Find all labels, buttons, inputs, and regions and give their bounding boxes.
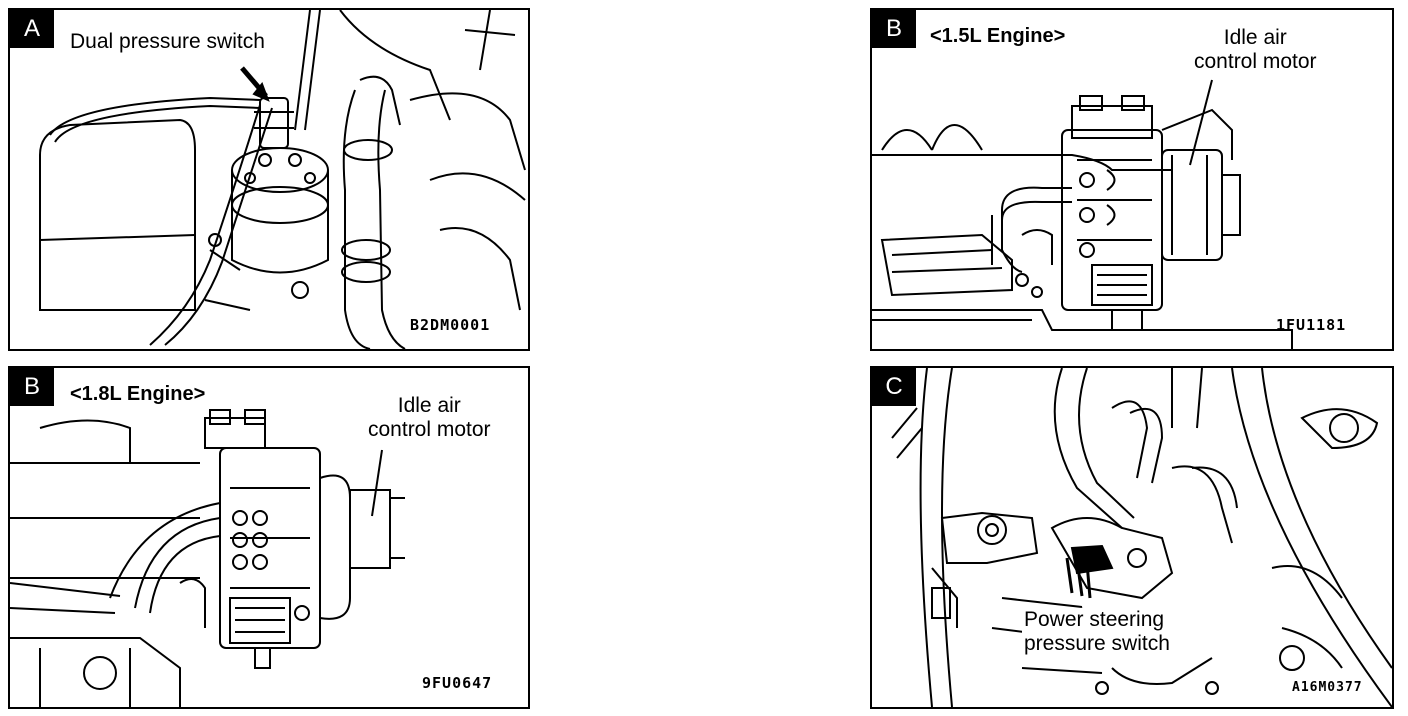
panel-b-1-5l-engine: B <1.5L Engine> Idle air control motor 1… [870,8,1394,351]
panel-b-1-5l-letter-badge: B [872,10,916,48]
panel-b-1-5l-engine-label: <1.5L Engine> [930,25,1066,47]
panel-c-illustration [891,368,1392,707]
panel-b-1-5l-callout-label: Idle air control motor [1194,26,1317,73]
panel-a-dual-pressure-switch: A Dual pressure switch B2DM0001 [8,8,530,351]
panel-a-illustration [39,10,526,349]
panel-b-1-8l-letter-badge: B [10,368,54,406]
panel-a-figure-code: B2DM0001 [410,316,491,334]
panel-a-letter-badge: A [10,10,54,48]
panel-b-1-8l-illustration [10,409,405,707]
panel-b-1-8l-figure-code: 9FU0647 [422,674,493,692]
panel-c-letter-badge: C [872,368,916,406]
panel-b-1-8l-callout-label: Idle air control motor [368,394,491,441]
panel-c-power-steering: C Power steering pressure switch A16M037… [870,366,1394,709]
panel-a-callout-label: Dual pressure switch [70,30,265,53]
panel-b-1-8l-engine: B <1.8L Engine> Idle air control motor 9… [8,366,530,709]
panel-b-1-5l-figure-code: 1FU1181 [1276,316,1347,334]
panel-b-1-8l-engine-label: <1.8L Engine> [70,383,206,405]
panel-c-figure-code: A16M0377 [1292,680,1363,695]
panel-c-callout-label: Power steering pressure switch [1022,608,1172,656]
panel-b-1-5l-illustration [872,79,1293,349]
